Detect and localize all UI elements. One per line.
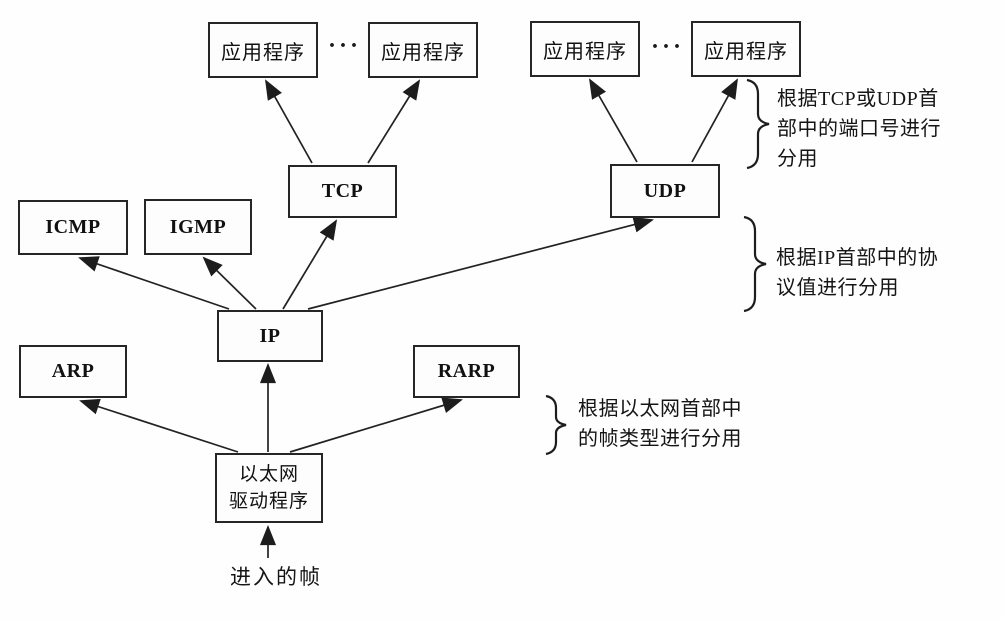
node-arp: ARP [19, 345, 127, 398]
annotation-link: 根据以太网首部中 的帧类型进行分用 [578, 394, 808, 454]
arrow-udp-to-app4 [691, 78, 738, 163]
node-tcp: TCP [288, 165, 397, 218]
annotation-link-line2: 的帧类型进行分用 [578, 428, 742, 450]
brace-network [743, 215, 767, 313]
annotation-transport-line3: 分用 [777, 148, 818, 170]
annotation-transport-line1: 根据TCP或UDP首 [777, 88, 939, 110]
arrow-eth-to-arp [79, 398, 239, 453]
annotation-network: 根据IP首部中的协 议值进行分用 [776, 243, 976, 303]
node-app4: 应用程序 [691, 21, 801, 77]
node-app2: 应用程序 [368, 22, 478, 78]
arrow-ip-to-igmp [202, 256, 257, 310]
arrow-ip-to-tcp [282, 219, 338, 310]
node-icmp: ICMP [18, 200, 128, 255]
arrow-eth-to-rarp [289, 397, 463, 453]
ethernet-driver-line1: 以太网 [238, 464, 299, 485]
node-app3: 应用程序 [530, 21, 640, 77]
ellipsis-left: ··· [328, 33, 362, 59]
ethernet-driver-line2: 驱动程序 [228, 491, 309, 512]
ellipsis-right: ··· [651, 34, 685, 60]
brace-transport [746, 78, 770, 170]
arrow-tcp-to-app2 [367, 79, 421, 164]
annotation-network-line1: 根据IP首部中的协 [776, 247, 939, 269]
arrow-udp-to-app3 [588, 78, 638, 163]
arrow-ip-to-udp [307, 216, 654, 310]
node-udp: UDP [610, 164, 720, 218]
node-igmp: IGMP [144, 199, 252, 255]
arrow-ip-to-icmp [78, 256, 230, 310]
annotation-network-line2: 议值进行分用 [776, 277, 899, 299]
arrow-tcp-to-app1 [265, 79, 313, 164]
annotation-transport-line2: 部中的端口号进行 [777, 118, 941, 140]
annotation-transport: 根据TCP或UDP首 部中的端口号进行 分用 [777, 84, 977, 174]
node-app1: 应用程序 [208, 22, 318, 78]
node-ethernet-driver: 以太网 驱动程序 [215, 453, 323, 523]
annotation-link-line1: 根据以太网首部中 [578, 398, 742, 420]
node-ip: IP [217, 310, 323, 362]
node-rarp: RARP [413, 345, 520, 398]
incoming-frame-label: 进入的帧 [230, 565, 322, 589]
brace-link [545, 394, 567, 456]
